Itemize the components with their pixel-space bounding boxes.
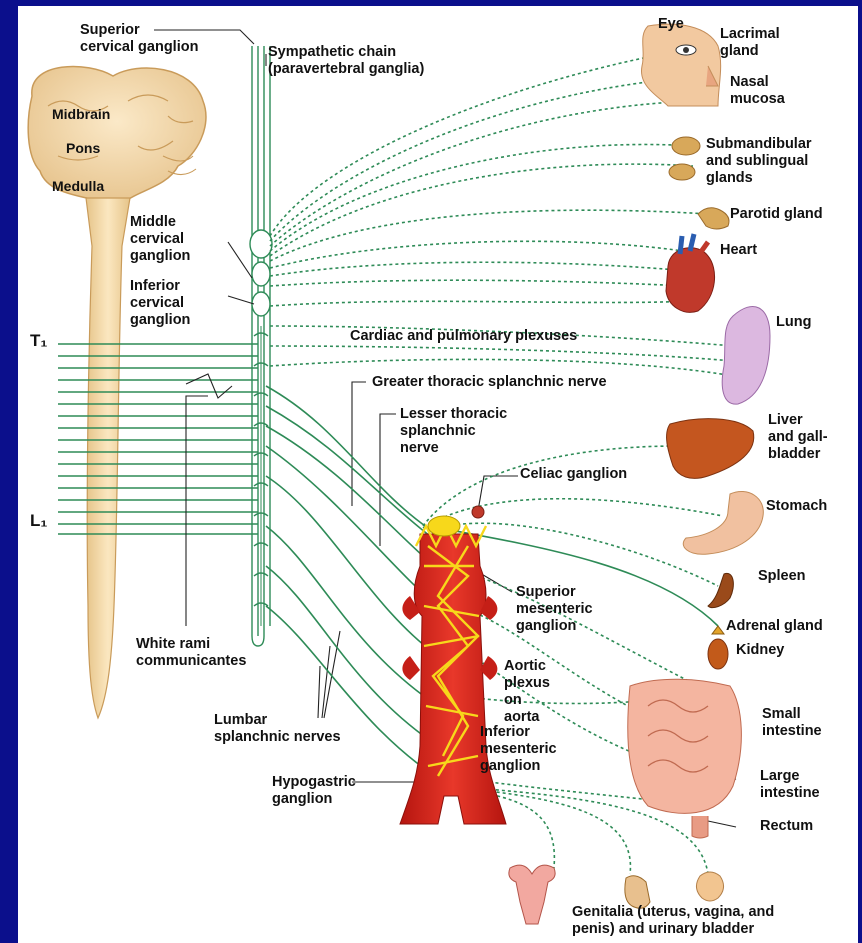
label-lumbar-splanchnic-nerves: Lumbar splanchnic nerves — [214, 712, 341, 746]
spleen-shape — [708, 573, 733, 607]
sympathetic-chain — [250, 46, 272, 646]
label-hypogastric-ganglion: Hypogastric ganglion — [272, 774, 356, 808]
label-parotid-gland: Parotid gland — [730, 206, 823, 223]
label-stomach: Stomach — [766, 498, 827, 515]
label-lesser-thoracic-splanchnic-nerve: Lesser thoracic splanchnic nerve — [400, 406, 507, 457]
label-lung: Lung — [776, 314, 811, 331]
label-genitalia-urinary-bladder: Genitalia (uterus, vagina, and penis) an… — [572, 904, 774, 938]
celiac-ganglion-dot — [472, 506, 484, 518]
label-superior-mesenteric-ganglion: Superior mesenteric ganglion — [516, 584, 593, 635]
label-inferior-cervical-ganglion: Inferior cervical ganglion — [130, 278, 190, 329]
parotid-gland-shape — [698, 208, 729, 229]
aorta — [400, 534, 506, 824]
label-superior-cervical-ganglion: Superior cervical ganglion — [80, 22, 198, 56]
label-celiac-ganglion: Celiac ganglion — [520, 466, 627, 483]
kidney-adrenal-shape — [708, 626, 728, 669]
label-large-intestine: Large intestine — [760, 768, 820, 802]
label-rectum: Rectum — [760, 818, 813, 835]
label-spleen: Spleen — [758, 568, 806, 585]
label-pons: Pons — [66, 140, 100, 157]
label-cardiac-pulmonary-plexuses: Cardiac and pulmonary plexuses — [350, 328, 577, 345]
label-sympathetic-chain: Sympathetic chain (paravertebral ganglia… — [268, 44, 424, 78]
label-midbrain: Midbrain — [52, 106, 110, 123]
label-small-intestine: Small intestine — [762, 706, 822, 740]
label-l1: L₁ — [30, 512, 47, 529]
heart-shape — [666, 234, 715, 312]
lung-shape — [722, 306, 770, 404]
label-medulla: Medulla — [52, 178, 104, 195]
stomach-shape — [683, 491, 763, 554]
label-eye: Eye — [658, 16, 684, 33]
celiac-ganglion-blob — [428, 516, 460, 536]
label-heart: Heart — [720, 242, 757, 259]
label-greater-thoracic-splanchnic-nerve: Greater thoracic splanchnic nerve — [372, 374, 607, 391]
liver-shape — [667, 419, 754, 479]
label-aortic-plexus: Aortic plexus on aorta — [504, 658, 550, 726]
spinal-cord — [86, 198, 130, 718]
label-inferior-mesenteric-ganglion: Inferior mesenteric ganglion — [480, 724, 557, 775]
submandibular-glands — [669, 137, 700, 180]
label-white-rami-communicantes: White rami communicantes — [136, 636, 246, 670]
label-t1: T₁ — [30, 332, 47, 349]
diagram-panel: Superior cervical ganglion Sympathetic c… — [18, 6, 858, 943]
label-lacrimal-gland: Lacrimal gland — [720, 26, 780, 60]
label-liver-gallbladder: Liver and gall- bladder — [768, 412, 828, 463]
label-submandibular-glands: Submandibular and sublingual glands — [706, 136, 812, 187]
label-kidney: Kidney — [736, 642, 784, 659]
face-eye-nose — [641, 24, 720, 106]
label-middle-cervical-ganglion: Middle cervical ganglion — [130, 214, 190, 265]
label-nasal-mucosa: Nasal mucosa — [730, 74, 785, 108]
label-adrenal-gland: Adrenal gland — [726, 618, 823, 635]
